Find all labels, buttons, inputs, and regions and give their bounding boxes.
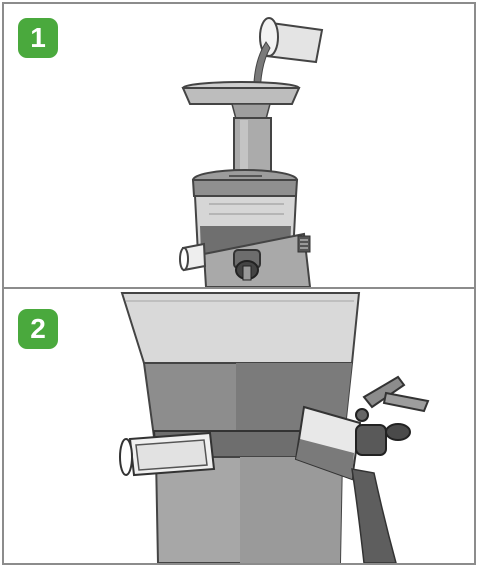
step-2-illustration bbox=[119, 292, 430, 563]
cap-spout-icon bbox=[355, 375, 430, 456]
pulp-outlet-icon bbox=[119, 431, 216, 477]
step-1-illustration bbox=[179, 17, 324, 287]
step-2-panel: 2 bbox=[2, 287, 476, 565]
juice-stream bbox=[351, 468, 397, 563]
juice-container-icon bbox=[120, 292, 361, 563]
step-1-panel: 1 bbox=[2, 2, 476, 289]
pulp-outlet-icon bbox=[179, 242, 207, 272]
juicer-lid bbox=[191, 169, 299, 197]
juice-spout-icon bbox=[233, 249, 261, 281]
step-2-badge: 2 bbox=[18, 309, 58, 349]
collecting-cup-icon bbox=[294, 405, 362, 481]
step-1-badge: 1 bbox=[18, 18, 58, 58]
hopper-icon bbox=[181, 81, 301, 181]
